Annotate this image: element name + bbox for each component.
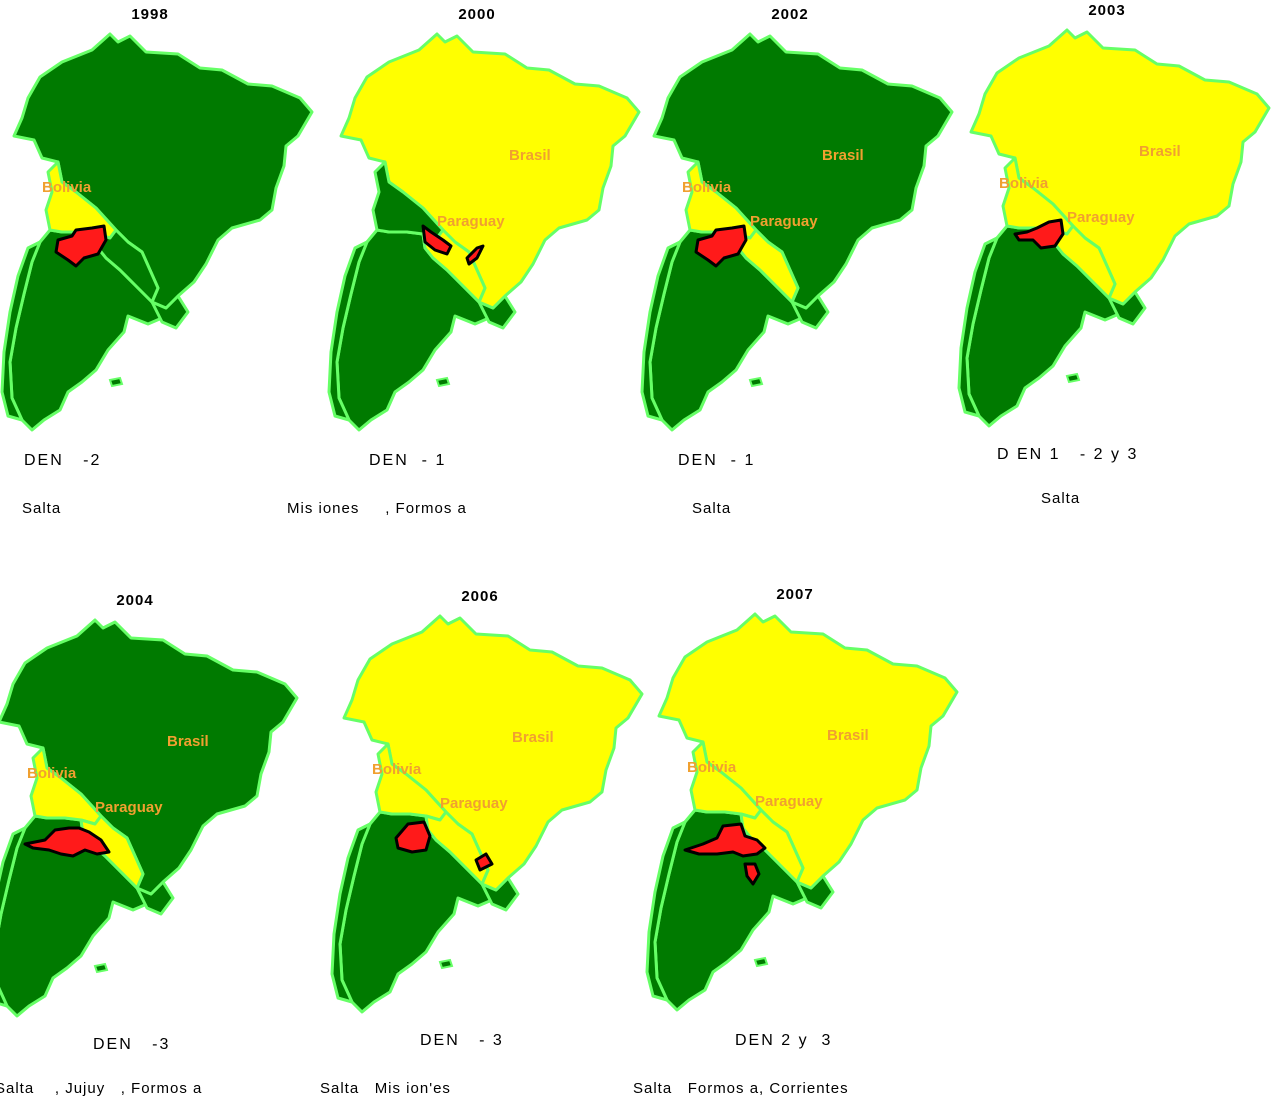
serotype-label: DEN 2 y 3: [735, 1032, 833, 1049]
bolivia-label: Bolivia: [999, 175, 1049, 192]
map-svg: Bolivia: [0, 32, 314, 432]
outbreak-area: [474, 852, 494, 872]
paraguay-region: [94, 228, 160, 304]
serotype-label: DEN - 3: [420, 1032, 504, 1049]
outbreak-area: [683, 822, 767, 858]
islands-region: [435, 376, 451, 388]
brasil-label: Brasil: [167, 733, 209, 750]
chile-region: [0, 826, 27, 1008]
paraguay-region: [1051, 224, 1117, 300]
bolivia-label: Bolivia: [682, 179, 732, 196]
bolivia-region: [371, 160, 445, 240]
chile-region: [0, 240, 42, 422]
paraguay-label: Paraguay: [440, 795, 508, 812]
affected-provinces: Salta: [692, 500, 732, 517]
islands-region: [93, 962, 109, 974]
brasil-label: Brasil: [512, 729, 554, 746]
affected-provinces: Salta Mis ion'es: [320, 1080, 451, 1097]
outbreak-area: [465, 244, 485, 266]
bolivia-label: Bolivia: [687, 759, 737, 776]
paraguay-label: Paraguay: [95, 799, 163, 816]
paraguay-label: Paraguay: [1067, 209, 1135, 226]
serotype-label: DEN -3: [93, 1036, 171, 1053]
paraguay-region: [424, 810, 490, 886]
outbreak-area: [694, 224, 748, 268]
bolivia-region: [374, 742, 448, 822]
outbreak-area: [394, 820, 432, 854]
serotype-label: DEN -2: [24, 452, 102, 469]
paraguay-label: Paraguay: [750, 213, 818, 230]
affected-provinces: Salta: [22, 500, 62, 517]
affected-provinces: Salta: [1041, 490, 1081, 507]
affected-provinces: Salta , Jujuy , Formos a: [0, 1080, 203, 1097]
bolivia-label: Bolivia: [27, 765, 77, 782]
brasil-label: Brasil: [509, 147, 551, 164]
panel-year: 2000: [458, 6, 496, 23]
brasil-label: Brasil: [822, 147, 864, 164]
panel-year: 2004: [116, 592, 154, 609]
panel-year: 2002: [771, 6, 809, 23]
bolivia-label: Bolivia: [42, 179, 92, 196]
serotype-label: D EN 1 - 2 y 3: [997, 446, 1139, 463]
brasil-label: Brasil: [1139, 143, 1181, 160]
chile-region: [957, 236, 999, 418]
serotype-label: DEN - 1: [678, 452, 756, 469]
outbreak-area: [54, 224, 108, 268]
islands-region: [748, 376, 764, 388]
outbreak-area: [1013, 218, 1065, 250]
brasil-label: Brasil: [827, 727, 869, 744]
islands-region: [753, 956, 769, 968]
islands-region: [438, 958, 454, 970]
chile-region: [645, 820, 687, 1002]
panel-year: 2003: [1088, 2, 1126, 19]
paraguay-region: [734, 228, 800, 304]
affected-provinces: Mis iones , Formos a: [287, 500, 467, 517]
panel-year: 2006: [461, 588, 499, 605]
chile-region: [330, 822, 372, 1004]
bolivia-region: [29, 746, 103, 826]
paraguay-label: Paraguay: [437, 213, 505, 230]
chile-region: [640, 240, 682, 422]
serotype-label: DEN - 1: [369, 452, 447, 469]
islands-region: [108, 376, 124, 388]
bolivia-label: Bolivia: [372, 761, 422, 778]
panel-year: 1998: [131, 6, 169, 23]
outbreak-area: [421, 224, 453, 256]
panel-year: 2007: [776, 586, 814, 603]
affected-provinces: Salta Formos a, Corrientes: [633, 1080, 849, 1097]
outbreak-area: [743, 862, 761, 886]
outbreak-area: [23, 826, 111, 858]
paraguay-label: Paraguay: [755, 793, 823, 810]
panel-1998: 1998 Bolivia DEN -2 Salta: [0, 0, 320, 520]
islands-region: [1065, 372, 1081, 384]
bolivia-region: [689, 740, 763, 820]
chile-region: [327, 240, 369, 422]
